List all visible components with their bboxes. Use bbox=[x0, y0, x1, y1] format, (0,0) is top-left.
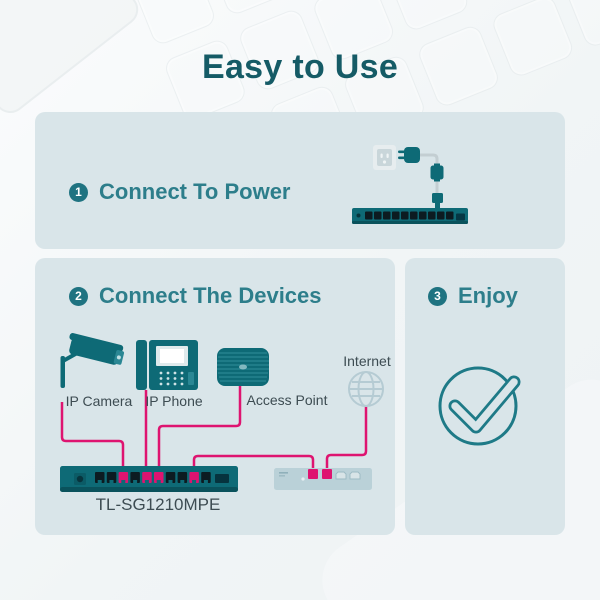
internet-cable bbox=[325, 406, 368, 472]
page-title: Easy to Use bbox=[201, 48, 399, 86]
access-point-icon bbox=[217, 348, 269, 386]
ip-camera-icon bbox=[60, 333, 125, 388]
step-2-badge: 2 bbox=[69, 286, 88, 306]
power-adapter-icon bbox=[430, 163, 444, 182]
poe-switch-icon bbox=[60, 466, 238, 492]
step-1-header: 1 Connect To Power bbox=[69, 179, 291, 205]
panel-enjoy: 3 Enjoy bbox=[405, 258, 565, 535]
panel-connect-to-power: 1 Connect To Power bbox=[35, 112, 565, 249]
power-plug-icon bbox=[398, 147, 420, 163]
step-3-header: 3 Enjoy bbox=[428, 283, 518, 309]
ip-camera-label: IP Camera bbox=[66, 393, 133, 409]
switch-ports bbox=[95, 472, 211, 483]
switch-model-label: TL-SG1210MPE bbox=[96, 495, 221, 514]
panel-connect-the-devices: 2 Connect The Devices IP Camera bbox=[35, 258, 395, 535]
step-3-label: Enjoy bbox=[458, 283, 518, 308]
wall-outlet-icon bbox=[373, 145, 396, 170]
step-1-label: Connect To Power bbox=[99, 179, 291, 204]
ip-phone-label: IP Phone bbox=[145, 393, 203, 409]
power-connection-diagram bbox=[352, 145, 468, 224]
step-2-header: 2 Connect The Devices bbox=[69, 283, 322, 309]
router-icon bbox=[274, 468, 372, 490]
ip-phone-icon bbox=[136, 340, 198, 390]
camera-cable bbox=[60, 402, 125, 478]
internet-globe-icon bbox=[348, 371, 384, 407]
step-3-badge: 3 bbox=[428, 286, 447, 306]
devices-connection-diagram: IP Camera IP Phone A bbox=[60, 333, 391, 514]
internet-label: Internet bbox=[343, 353, 391, 369]
power-cord bbox=[419, 153, 439, 196]
step-1-badge: 1 bbox=[69, 182, 88, 202]
step-2-label: Connect The Devices bbox=[99, 283, 322, 308]
ap-cable bbox=[157, 384, 242, 478]
switch-icon bbox=[352, 208, 468, 224]
check-icon bbox=[438, 366, 521, 446]
dc-connector-icon bbox=[432, 193, 443, 209]
access-point-label: Access Point bbox=[247, 392, 328, 408]
